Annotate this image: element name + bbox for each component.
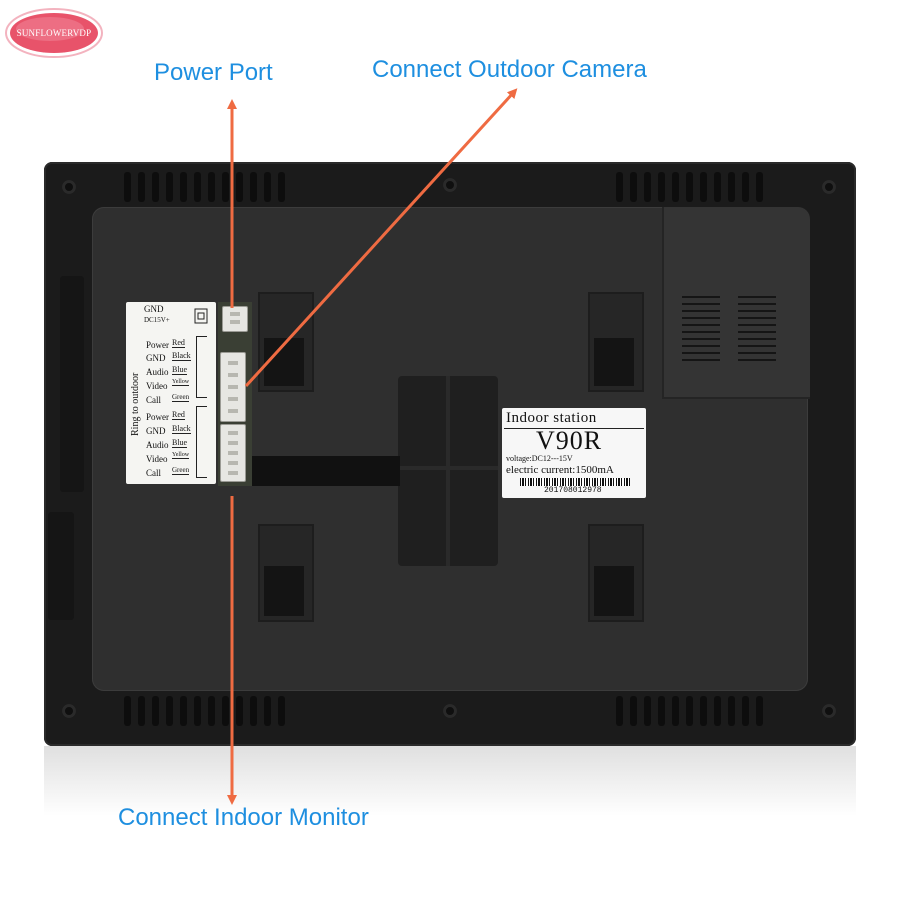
wire-color: Green xyxy=(172,466,190,475)
wire-name: Power xyxy=(146,340,169,350)
bottom-right-vent xyxy=(616,696,763,726)
indoor-monitor-connector xyxy=(220,424,246,482)
wire-color: Red xyxy=(172,338,185,348)
wire-color: Yellow xyxy=(172,379,190,386)
wire-name: Video xyxy=(146,381,168,391)
brand-logo: SUNFLOWERVDP xyxy=(4,6,104,60)
mount-hole xyxy=(594,338,634,386)
wire-color: Blue xyxy=(172,365,188,375)
screw-icon xyxy=(822,704,836,718)
outdoor-camera-label: Connect Outdoor Camera xyxy=(372,56,647,83)
ring-to-outdoor-label: Ring to outdoor xyxy=(130,372,141,436)
mount-hole xyxy=(594,566,634,616)
barcode xyxy=(520,478,630,486)
product-model: V90R xyxy=(536,426,603,455)
product-title: Indoor station xyxy=(506,410,597,426)
product-serial: 201708012978 xyxy=(544,486,602,495)
wire-color: Yellow xyxy=(172,452,190,459)
device-reflection xyxy=(44,746,856,816)
top-right-vent xyxy=(616,172,763,202)
screw-icon xyxy=(62,180,76,194)
dc-socket-icon xyxy=(194,308,208,324)
screw-icon xyxy=(443,178,457,192)
wire-name: Power xyxy=(146,412,169,422)
indoor-monitor-label: Connect Indoor Monitor xyxy=(118,804,369,831)
wire-name: GND xyxy=(146,353,166,363)
label-divider xyxy=(504,428,644,429)
mount-hole xyxy=(264,566,304,616)
wire-name: Video xyxy=(146,454,168,464)
side-tab-bottom xyxy=(48,512,74,620)
group2-bracket xyxy=(196,406,207,478)
logo-text: SUNFLOWERVDP xyxy=(16,28,92,38)
group1-bracket xyxy=(196,336,207,398)
screw-icon xyxy=(822,180,836,194)
power-connector xyxy=(222,306,248,332)
wire-name: Call xyxy=(146,395,161,405)
wire-color: Black xyxy=(172,424,191,434)
product-current: electric current:1500mA xyxy=(506,464,614,476)
ribbon-cable xyxy=(248,456,400,486)
mount-hole xyxy=(264,338,304,386)
logo-ellipse-icon xyxy=(5,8,103,58)
wire-name: Call xyxy=(146,468,161,478)
wire-name: GND xyxy=(146,426,166,436)
speaker-grille-left xyxy=(682,296,720,361)
center-divider-vertical xyxy=(446,376,450,566)
screw-icon xyxy=(443,704,457,718)
outdoor-camera-connector xyxy=(220,352,246,422)
screw-icon xyxy=(62,704,76,718)
bottom-left-vent xyxy=(124,696,285,726)
top-left-vent xyxy=(124,172,285,202)
wiring-label: GND DC15V+ Power Red GND Black Audio Blu… xyxy=(126,302,216,484)
product-label: Indoor station V90R voltage:DC12---15V e… xyxy=(502,408,646,498)
wire-color: Red xyxy=(172,410,185,420)
wire-color: Black xyxy=(172,351,191,361)
wire-name: Audio xyxy=(146,367,169,377)
speaker-grille-right xyxy=(738,296,776,361)
wire-color: Blue xyxy=(172,438,188,448)
side-tab-top xyxy=(60,276,84,492)
product-voltage: voltage:DC12---15V xyxy=(506,454,573,463)
dc-label: DC15V+ xyxy=(144,316,170,324)
wire-color: Green xyxy=(172,393,190,402)
gnd-label: GND xyxy=(144,304,164,314)
wire-name: Audio xyxy=(146,440,169,450)
power-port-label: Power Port xyxy=(154,59,273,86)
